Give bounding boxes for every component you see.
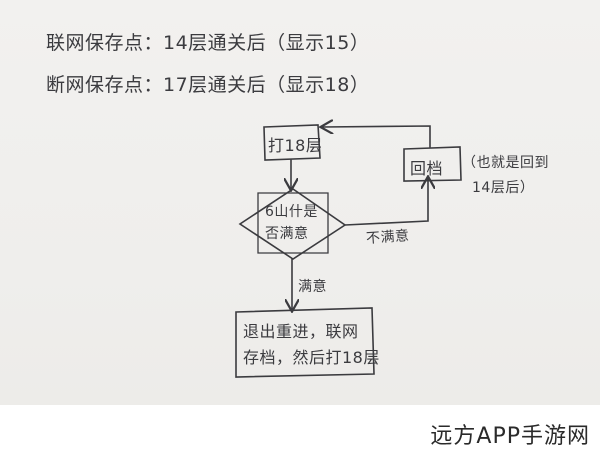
load-box-outline [403,146,462,182]
start-box-outline [263,124,321,161]
no-branch-label: 不满意 [365,227,411,247]
decision-text-line1: 6山什是 [265,204,318,220]
arrow-no-to-load [344,178,428,226]
watermark-band [0,405,600,449]
watermark-logo-text: 远方APP手游网 [430,424,590,449]
end-box-text-line1: 退出重进，联网 [243,322,359,341]
load-box-text: 回档 [410,159,444,178]
yes-branch-label: 满意 [298,279,327,295]
arrow-load-to-start [322,126,431,148]
start-box-text: 打18层 [268,136,323,155]
decision-text-line2: 否满意 [265,226,309,242]
end-box-text-line2: 存档，然后打18层 [243,348,380,367]
end-box-outline [235,307,375,378]
load-note-line2: 14层后） [472,180,535,196]
load-note-line1: （也就是回到 [462,155,549,171]
offline-save-note: 断网保存点：17层通关后（显示18） [46,74,370,96]
online-save-note: 联网保存点：14层通关后（显示15） [46,32,370,54]
